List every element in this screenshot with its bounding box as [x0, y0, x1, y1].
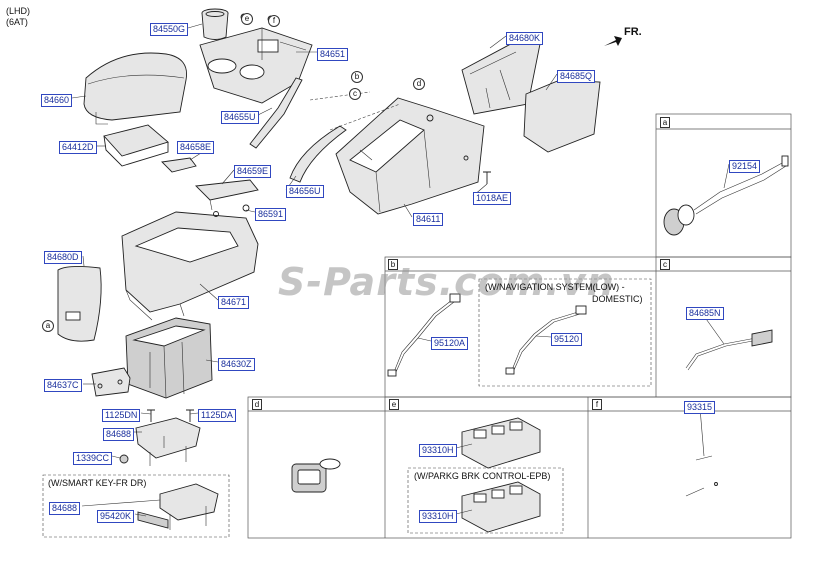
box-84630z — [125, 317, 213, 399]
callout-b: b — [351, 71, 363, 83]
cable-84685n — [685, 329, 773, 371]
panel-c-part-84685n[interactable]: 84685N — [686, 307, 724, 320]
smartkey-caption: (W/SMART KEY-FR DR) — [48, 478, 147, 488]
endcap-84680d — [57, 265, 102, 342]
part-number-84688[interactable]: 84688 — [103, 428, 135, 441]
cable-95120a — [387, 293, 461, 377]
switch-93310h-b — [461, 481, 541, 533]
header-lhd: (LHD) — [6, 6, 30, 16]
part-number-84658e[interactable]: 84658E — [177, 141, 215, 154]
callout-f: f — [268, 15, 280, 27]
leader-lines — [71, 23, 730, 517]
part-number-84656u[interactable]: 84656U — [286, 185, 324, 198]
armrest-84660 — [83, 52, 188, 125]
bin-64412d — [103, 124, 169, 167]
part-number-84660[interactable]: 84660 — [41, 94, 73, 107]
part-number-84685q[interactable]: 84685Q — [557, 70, 596, 83]
cover-84659e — [195, 179, 259, 201]
part-number-1125dn[interactable]: 1125DN — [102, 409, 141, 422]
console-84611 — [309, 91, 485, 215]
panel-e-part-93310h[interactable]: 93310H — [419, 444, 457, 457]
pin-93315 — [685, 455, 718, 497]
callout-d: d — [413, 78, 425, 90]
panel-f-letter: f — [592, 399, 602, 410]
panel-e-letter: e — [389, 399, 399, 410]
usb-socket-panel-d — [291, 458, 341, 493]
tray-84651 — [199, 27, 313, 104]
part-number-84655u[interactable]: 84655U — [221, 111, 259, 124]
panel-c-letter: c — [660, 259, 670, 270]
panel-a-part-92154[interactable]: 92154 — [729, 160, 761, 173]
screw-1018ae — [483, 171, 491, 184]
bracket-84688 — [135, 417, 201, 466]
bracket-smartkey — [137, 483, 219, 530]
panel-b-letter: b — [388, 259, 398, 270]
front-arrow-icon — [604, 36, 622, 46]
part-number-84671[interactable]: 84671 — [218, 296, 250, 309]
navi-caption-line1: (W/NAVIGATION SYSTEM(LOW) - — [485, 282, 625, 292]
cupholder-84550g — [201, 8, 229, 40]
strip-84656u — [289, 125, 347, 183]
part-number-84550g[interactable]: 84550G — [150, 23, 189, 36]
panel-84685q — [523, 79, 601, 153]
console-84671 — [121, 204, 259, 321]
part-number-84630z[interactable]: 84630Z — [218, 358, 255, 371]
front-label: FR. — [624, 26, 642, 38]
callout-a: a — [42, 320, 54, 332]
part-number-1018ae[interactable]: 1018AE — [473, 192, 512, 205]
panel-f-part-93315[interactable]: 93315 — [684, 401, 716, 414]
panel-d-letter: d — [252, 399, 262, 410]
smartkey-part-95420k[interactable]: 95420K — [97, 510, 135, 523]
part-number-84611[interactable]: 84611 — [413, 213, 444, 226]
navi-caption-line2: DOMESTIC) — [592, 294, 643, 304]
part-number-1125da[interactable]: 1125DA — [198, 409, 236, 422]
epb-part-93310h[interactable]: 93310H — [419, 510, 457, 523]
part-number-1339cc[interactable]: 1339CC — [73, 452, 113, 465]
part-number-84659e[interactable]: 84659E — [234, 165, 272, 178]
clip-84658e — [161, 157, 197, 173]
part-number-84637c[interactable]: 84637C — [44, 379, 82, 392]
watermark: S-Parts.com.vn — [278, 260, 615, 304]
part-number-64412d[interactable]: 64412D — [59, 141, 97, 154]
bracket-84637c — [91, 367, 131, 397]
callout-c: c — [349, 88, 361, 100]
panel-frames — [42, 113, 792, 539]
cable-95120 — [505, 305, 587, 375]
header-6at: (6AT) — [6, 17, 28, 27]
callout-e: e — [241, 13, 253, 25]
strip-84655u — [249, 77, 303, 149]
panel-a-letter: a — [660, 117, 670, 128]
socket-92154 — [663, 155, 789, 236]
navi-part-95120[interactable]: 95120 — [551, 333, 583, 346]
epb-caption: (W/PARKG BRK CONTROL-EPB) — [414, 471, 551, 481]
smartkey-part-84688[interactable]: 84688 — [49, 502, 81, 515]
part-number-86591[interactable]: 86591 — [255, 208, 287, 221]
part-number-84680d[interactable]: 84680D — [44, 251, 82, 264]
part-number-84651[interactable]: 84651 — [317, 48, 349, 61]
switch-93310h-a — [461, 417, 541, 469]
part-number-84680k[interactable]: 84680K — [506, 32, 544, 45]
panel-b-part-95120a[interactable]: 95120A — [431, 337, 469, 350]
